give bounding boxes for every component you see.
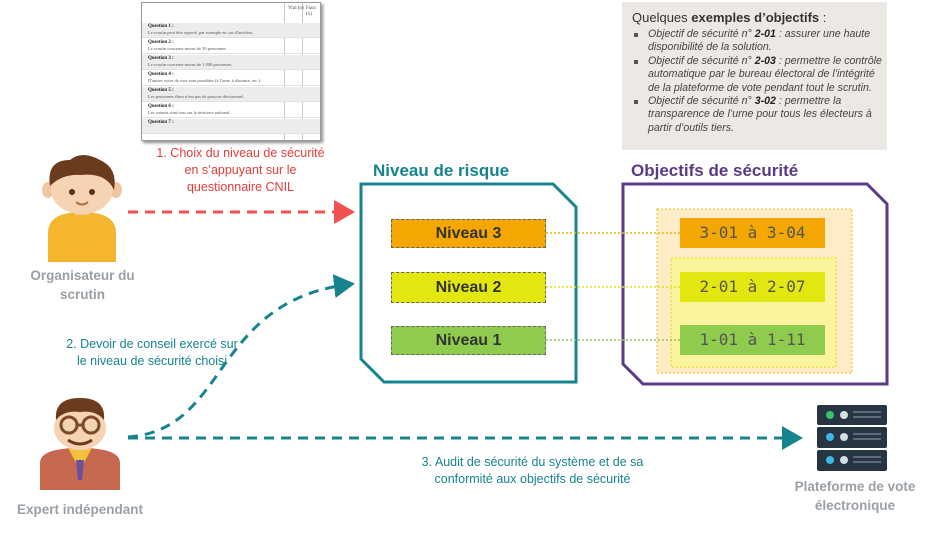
- organizer-person-icon: [42, 155, 122, 262]
- arrow-step2: [127, 274, 355, 439]
- objective-range-3: 3-01 à 3-04: [680, 218, 825, 248]
- questionnaire-row: Question 3 : Le scrutin concerne moins d…: [142, 55, 320, 70]
- example-text: : permettre le contrôle automatique par …: [648, 54, 882, 94]
- platform-label: Plateforme de vote électronique: [794, 479, 916, 513]
- step2-label: 2. Devoir de conseil exercé sur le nivea…: [66, 337, 238, 368]
- questionnaire-col-vrai: Vrai (o): [288, 6, 304, 11]
- step3-label: 3. Audit de sécurité du système et de sa…: [421, 455, 644, 486]
- example-code: 3-02: [754, 95, 776, 108]
- objective-examples-box: Quelques exemples d’objectifs : Objectif…: [622, 2, 887, 150]
- question-text: Les personnes élues n'ont pas de pouvoir…: [148, 94, 245, 99]
- expert-label: Expert indépendant: [16, 502, 143, 517]
- examples-title-bold: exemples d’objectifs: [691, 10, 820, 25]
- example-item: Objectif de sécurité n° 2-03 : permettre…: [632, 55, 884, 95]
- example-code: 2-01: [754, 28, 776, 40]
- level-3-box: Niveau 3: [391, 219, 546, 248]
- bullet-icon: [634, 100, 638, 105]
- question-text: Le scrutin peut être reporté, par exempl…: [148, 30, 254, 35]
- examples-title-prefix: Quelques: [632, 10, 692, 25]
- questionnaire-col-divider: [284, 3, 285, 140]
- example-prefix: Objectif de sécurité n°: [648, 54, 755, 67]
- questionnaire-col-faux: Faux (x): [306, 6, 316, 17]
- expert-person-icon: [40, 398, 120, 490]
- question-text: Le scrutin concerne moins de 1 000 perso…: [148, 62, 233, 67]
- cnil-questionnaire-thumbnail: Vrai (o) Faux (x) Question 1 : Le scruti…: [141, 2, 321, 141]
- objective-range-1: 1-01 à 1-11: [680, 325, 825, 355]
- level-1-box: Niveau 1: [391, 326, 546, 355]
- examples-list: Objectif de sécurité n° 2-01 : assurer u…: [632, 28, 884, 135]
- question-label: Question 2 :: [148, 40, 174, 45]
- question-label: Question 5 :: [148, 88, 174, 93]
- question-label: Question 7 :: [148, 120, 174, 125]
- questionnaire-row: Question 4 : D'autres votes de vote sont…: [142, 71, 320, 86]
- objective-range-2: 2-01 à 2-07: [680, 272, 825, 302]
- example-code: 2-03: [754, 54, 776, 67]
- questionnaire-col-divider: [302, 3, 303, 140]
- risk-level-frame: [359, 182, 578, 384]
- example-text: : permettre la transparence de l’urne po…: [648, 95, 872, 134]
- bullet-icon: [634, 33, 638, 37]
- examples-title-suffix: :: [819, 10, 827, 25]
- example-item: Objectif de sécurité n° 3-02 : permettre…: [632, 95, 884, 135]
- server-icon: [817, 405, 887, 471]
- questionnaire-row: Question 5 : Les personnes élues n'ont p…: [142, 87, 320, 102]
- questionnaire-row: Question 1 : Le scrutin peut être report…: [142, 23, 320, 38]
- organizer-label: Organisateur du scrutin: [30, 268, 135, 302]
- questionnaire-row: Question 7 :: [142, 119, 320, 134]
- question-label: Question 6 :: [148, 104, 174, 109]
- example-item: Objectif de sécurité n° 2-01 : assurer u…: [632, 28, 884, 55]
- example-prefix: Objectif de sécurité n°: [648, 28, 755, 40]
- example-prefix: Objectif de sécurité n°: [648, 95, 755, 108]
- question-label: Question 1 :: [148, 24, 174, 29]
- question-text: Les votants sont tous sur le territoire …: [148, 110, 231, 115]
- question-label: Question 3 :: [148, 56, 174, 61]
- security-objectives-frame: [621, 182, 889, 386]
- questionnaire-row: Question 2 : Le scrutin concerne moins d…: [142, 39, 320, 54]
- question-label: Question 4 :: [148, 72, 174, 77]
- security-objectives-title: Objectifs de sécurité: [631, 161, 799, 180]
- level-2-box: Niveau 2: [391, 272, 546, 303]
- risk-level-title: Niveau de risque: [373, 161, 510, 180]
- question-text: Le scrutin concerne moins de 50 personne…: [148, 46, 227, 51]
- questionnaire-row: Question 6 : Les votants sont tous sur l…: [142, 103, 320, 118]
- examples-title: Quelques exemples d’objectifs :: [632, 10, 826, 25]
- step1-label: 1. Choix du niveau de sécurité en s’appu…: [156, 146, 325, 194]
- example-text: : assurer une haute disponibilité de la …: [648, 28, 871, 54]
- question-text: D'autres votes de vote sont possibles (à…: [148, 78, 262, 83]
- bullet-icon: [634, 59, 638, 64]
